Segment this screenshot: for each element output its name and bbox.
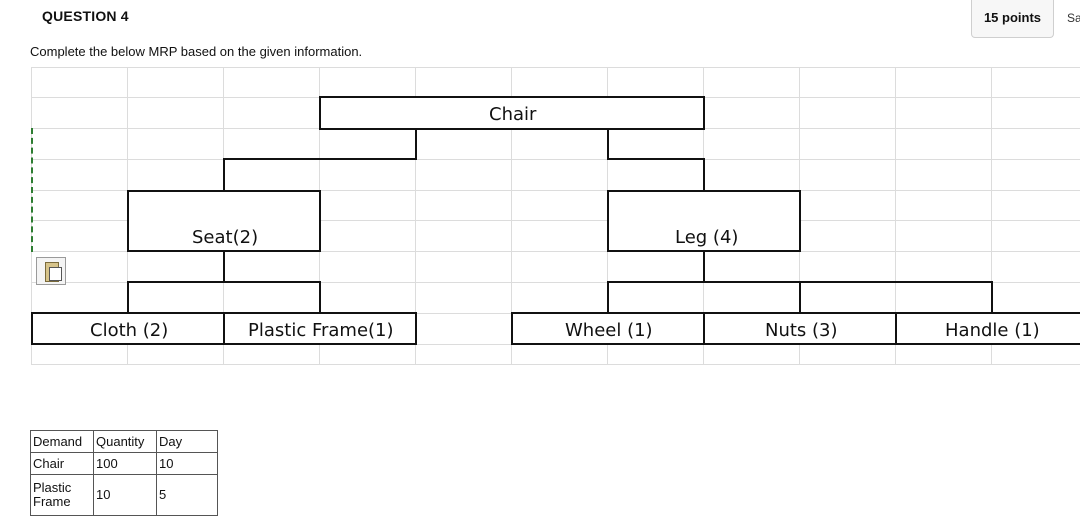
bom-label-plastic-frame: Plastic Frame(1) [248,320,394,341]
table-header-cell: Day [156,430,218,453]
table-row: Chair 100 10 [30,452,218,475]
demand-table: Demand Quantity Day Chair 100 10 Plastic… [30,430,218,516]
points-box: 15 points [971,0,1054,38]
bom-label-seat: Seat(2) [192,227,259,248]
table-cell: 5 [156,474,218,516]
table-cell: 10 [156,452,218,475]
question-title: QUESTION 4 [42,8,129,24]
bom-label-chair: Chair [489,104,537,125]
table-header-cell: Quantity [93,430,157,453]
bom-node-handle [895,312,1080,345]
bom-node-wheel [511,312,705,345]
cell-selection-marquee [31,128,33,252]
table-cell: 10 [93,474,157,516]
paste-options-icon[interactable] [36,257,66,285]
bom-label-handle: Handle (1) [945,320,1040,341]
bom-node-cloth [31,312,225,345]
table-header-cell: Demand [30,430,94,453]
table-cell: Plastic Frame [30,474,94,516]
bom-label-wheel: Wheel (1) [565,320,653,341]
bom-node-plastic-frame [223,312,417,345]
bom-node-seat [127,190,321,252]
save-answer-link[interactable]: Sa [1067,11,1080,25]
bom-label-cloth: Cloth (2) [90,320,169,341]
instruction-text: Complete the below MRP based on the give… [30,44,363,59]
table-header-row: Demand Quantity Day [30,430,218,453]
bom-node-chair [319,96,705,130]
bom-label-nuts: Nuts (3) [765,320,838,341]
table-cell: Chair [30,452,94,475]
table-row: Plastic Frame 10 5 [30,474,218,516]
table-cell: 100 [93,452,157,475]
points-label: 15 points [983,10,1042,25]
bom-label-leg: Leg (4) [675,227,739,248]
bom-node-nuts [703,312,897,345]
